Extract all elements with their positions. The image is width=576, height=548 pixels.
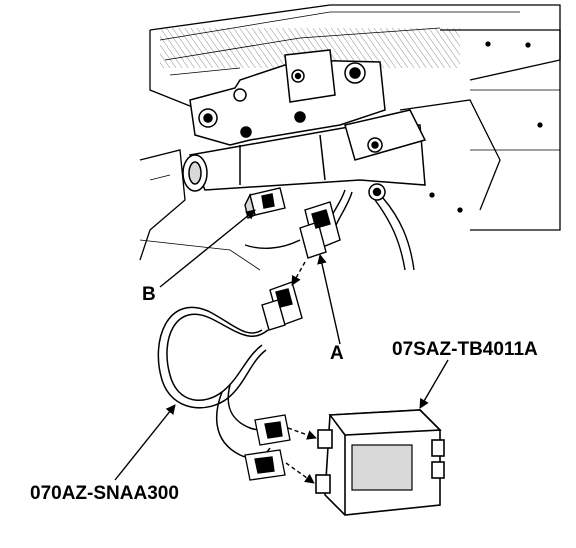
inspection-box: [315, 409, 445, 516]
callout-inspection-box: 07SAZ-TB4011A: [392, 339, 538, 360]
callout-test-harness: 070AZ-SNAA300: [30, 483, 179, 504]
harness-connector: [261, 281, 303, 331]
harness-plugs: [244, 414, 291, 481]
leader-lines: [114, 209, 449, 484]
leader-tool-right: [419, 359, 449, 409]
steering-column-tube: [182, 109, 427, 201]
mate-arrow-plug-1: [287, 427, 317, 440]
column-bracket: [189, 49, 386, 146]
test-harness-cable: [157, 306, 273, 459]
mate-arrow-a: [291, 261, 306, 286]
dashboard-structure: [139, 4, 561, 271]
callout-a: A: [330, 343, 344, 364]
leader-tool-left: [114, 404, 176, 481]
connector-a: [299, 201, 341, 259]
leader-b: [159, 209, 256, 288]
mate-arrow-plug-2: [285, 462, 315, 484]
leader-a: [317, 254, 341, 345]
callout-b: B: [142, 284, 156, 305]
